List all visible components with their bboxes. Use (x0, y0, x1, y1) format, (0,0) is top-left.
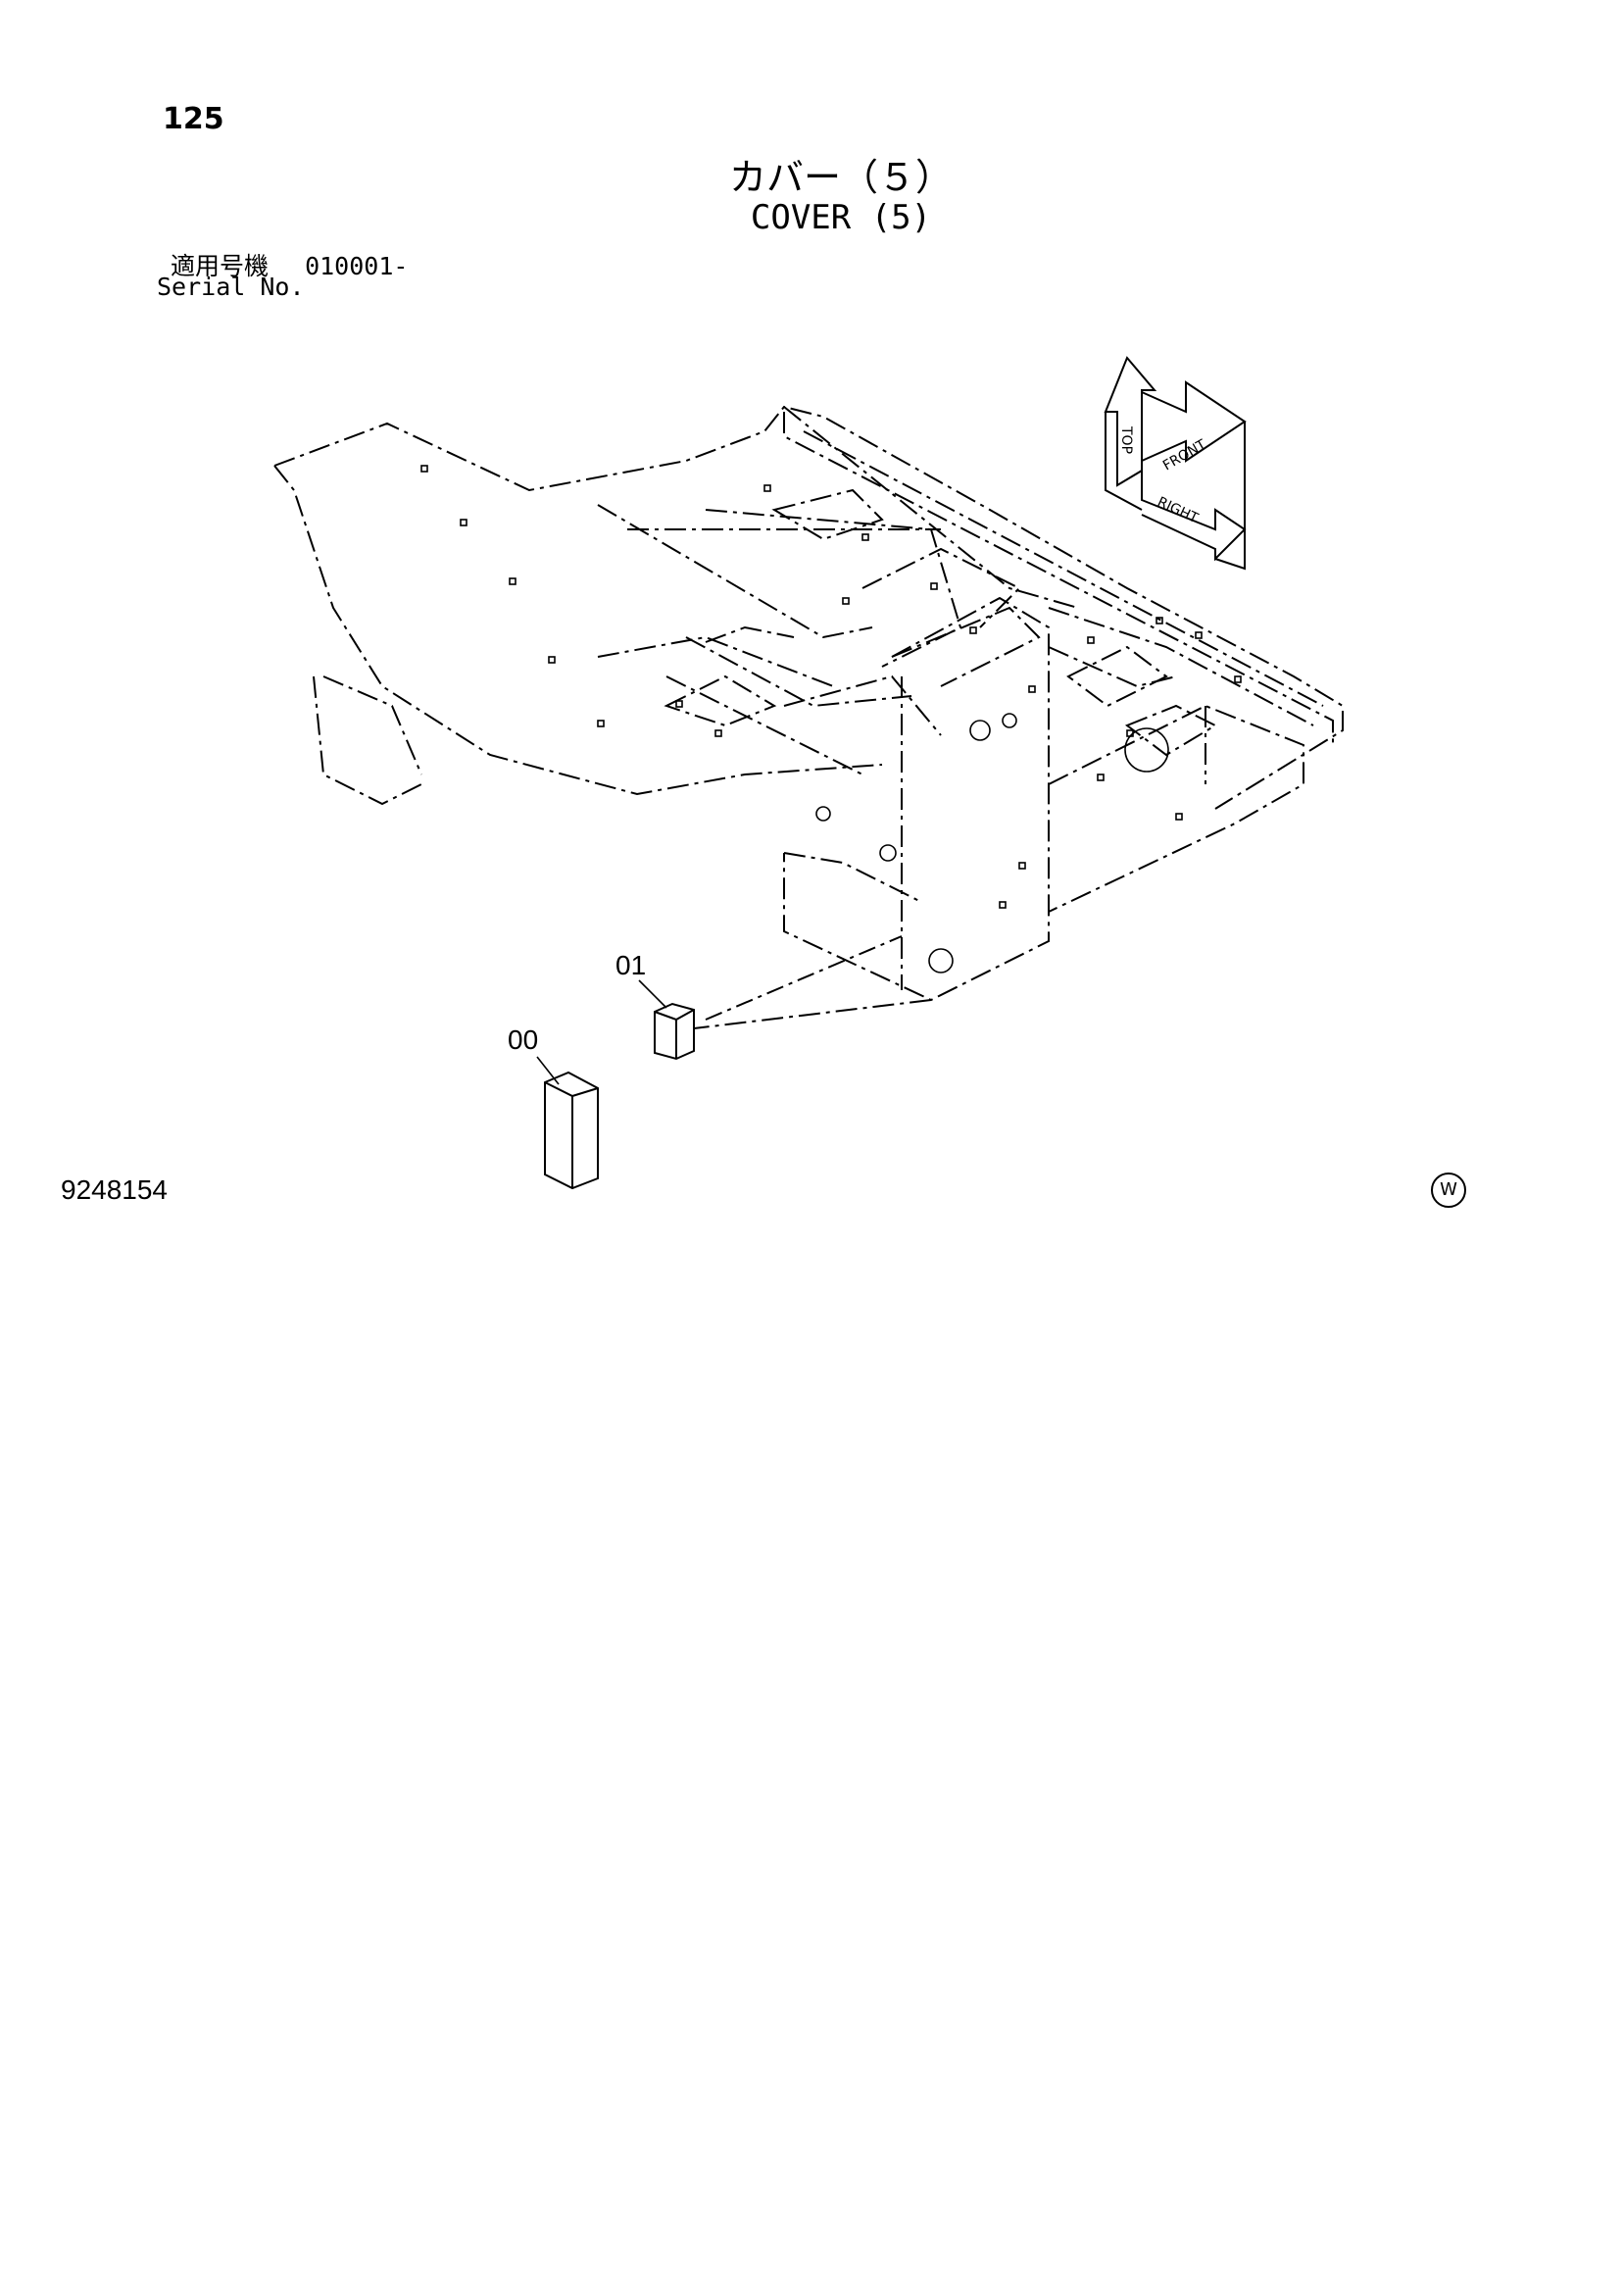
callout-leader-00 (536, 1056, 560, 1085)
page-number: 125 (163, 102, 224, 136)
w-mark-icon: W (1431, 1173, 1466, 1208)
callout-part-00: 00 (508, 1024, 538, 1055)
assembly-leader-line (705, 935, 903, 1021)
part-01-bracket (654, 1002, 695, 1061)
part-00-cover (544, 1071, 599, 1190)
page-title-japanese: カバー（５） (728, 156, 953, 199)
orientation-indicator (1104, 356, 1247, 571)
serial-range: 適用号機 010001- (171, 247, 408, 282)
orientation-right-label: RIGHT (1155, 494, 1201, 526)
serial-value: 010001- (305, 252, 409, 280)
page-title-english: COVER (5) (750, 198, 932, 237)
callout-leader-01 (638, 979, 667, 1009)
hole-marks (420, 465, 1242, 973)
orientation-top-label: TOP (1118, 425, 1134, 454)
callout-part-01: 01 (615, 950, 646, 980)
upper-frame-phantom (273, 405, 1344, 1030)
serial-label-jp: 適用号機 (171, 252, 270, 280)
drawing-number: 9248154 (61, 1174, 169, 1205)
serial-label-en: Serial No. (157, 273, 305, 301)
